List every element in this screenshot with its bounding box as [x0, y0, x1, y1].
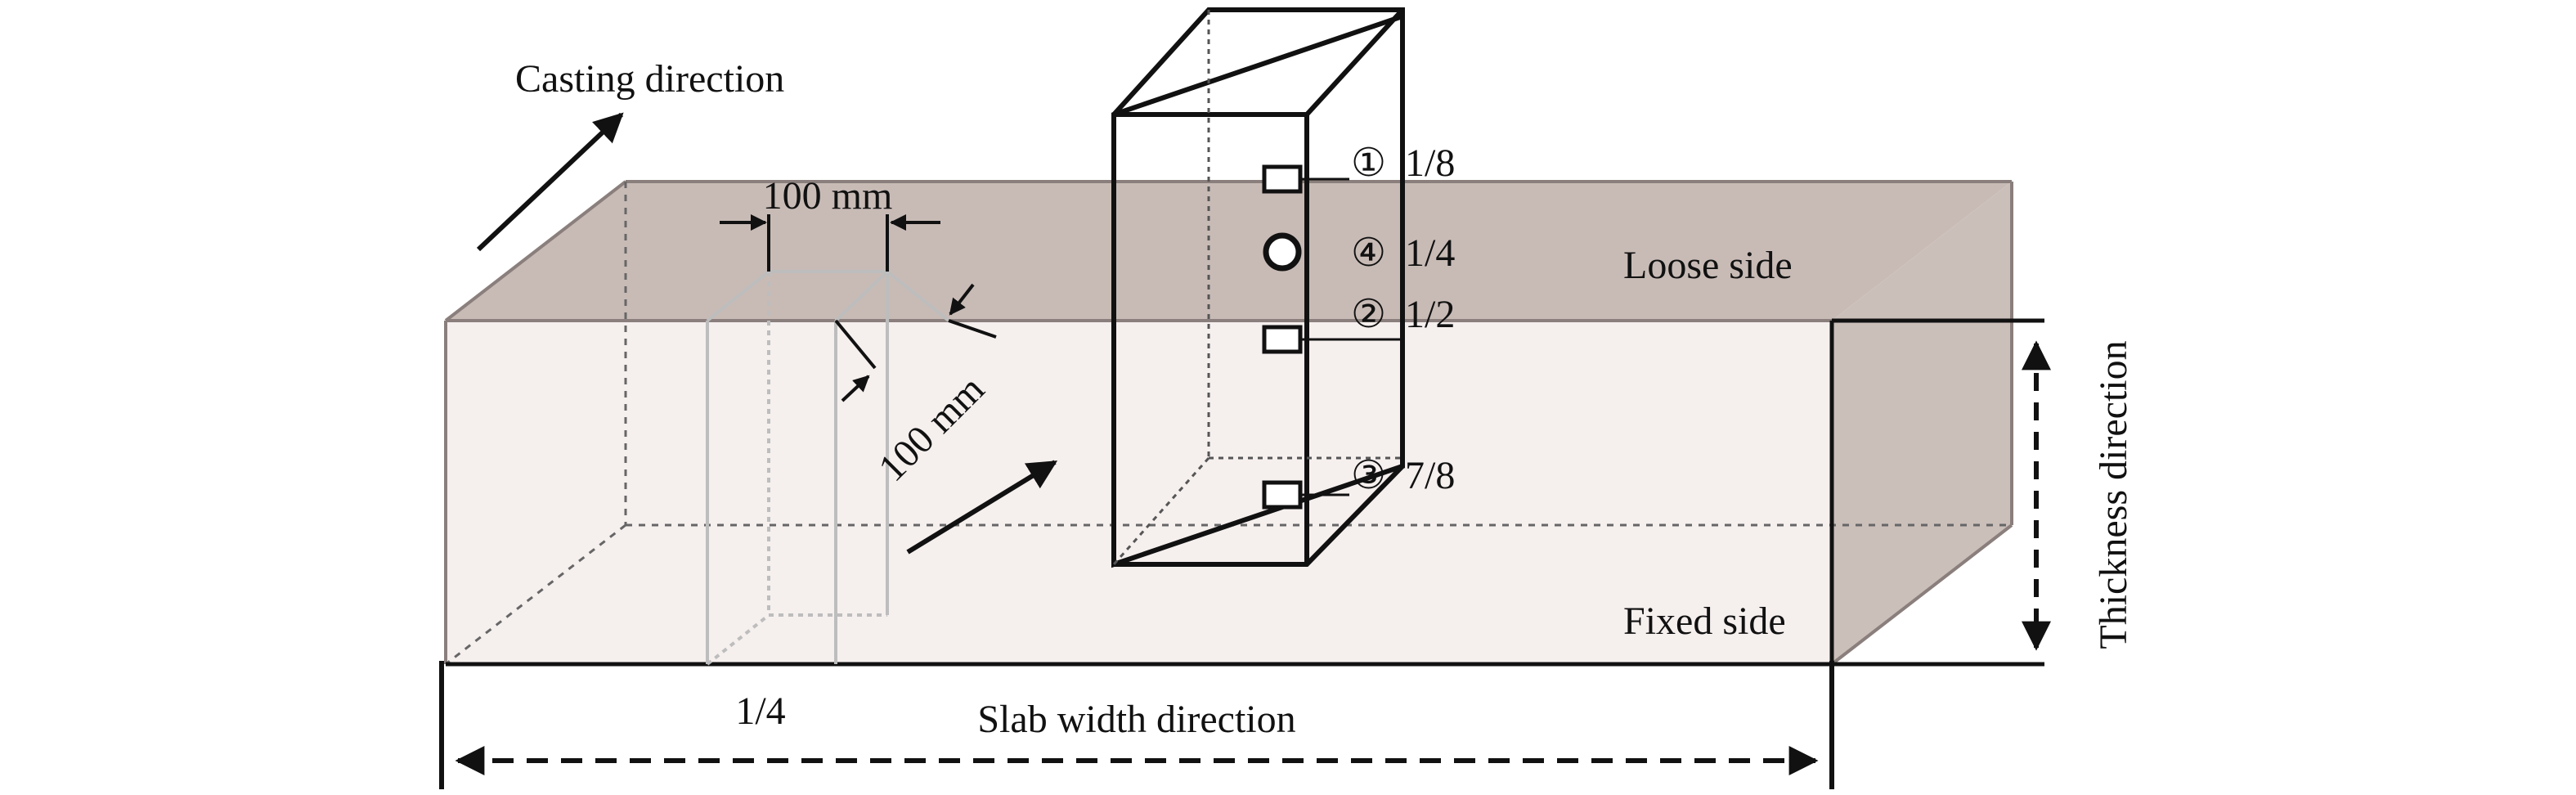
slab-hidden-edges — [445, 182, 2012, 666]
sample-column — [706, 270, 950, 666]
slab-outline — [444, 180, 2013, 666]
casting-direction-arrow — [476, 112, 624, 252]
position-3-number: ③ — [1351, 454, 1386, 497]
slab-front-face — [446, 321, 1832, 664]
position-1-marker — [1262, 164, 1303, 194]
depth-dimension — [834, 283, 997, 402]
thickness-direction-label: Thickness direction — [2092, 340, 2135, 649]
sample-block-hidden-edges — [1112, 10, 1402, 565]
position-2-fraction: 1/2 — [1405, 293, 1455, 336]
slab-width-direction-label: Slab width direction — [977, 698, 1295, 741]
position-1-fraction: 1/8 — [1405, 141, 1455, 185]
sampling-positions: ① 1/8 ④ 1/4 ② 1/2 ③ 7/8 — [1262, 141, 1455, 510]
slab-top-face — [446, 182, 2012, 321]
position-4-fraction: 1/4 — [1405, 231, 1455, 275]
quarter-width-label: 1/4 — [735, 689, 785, 733]
fixed-side-label: Fixed side — [1623, 600, 1786, 643]
position-1-number: ① — [1351, 141, 1386, 185]
loose-side-label: Loose side — [1623, 244, 1793, 287]
slab-right-face — [1832, 182, 2012, 664]
width-dimension — [720, 214, 940, 272]
position-2-number: ② — [1351, 293, 1386, 336]
position-4-number: ④ — [1351, 231, 1386, 275]
slab-strong-edges — [446, 318, 2044, 667]
position-3-marker — [1262, 480, 1303, 510]
casting-direction-label: Casting direction — [515, 57, 784, 101]
position-3-fraction: 7/8 — [1405, 454, 1455, 497]
width-dimension-label: 100 mm — [763, 174, 893, 218]
position-2-marker — [1262, 325, 1303, 354]
extraction-arrow — [906, 460, 1058, 555]
position-4-marker — [1263, 232, 1302, 272]
